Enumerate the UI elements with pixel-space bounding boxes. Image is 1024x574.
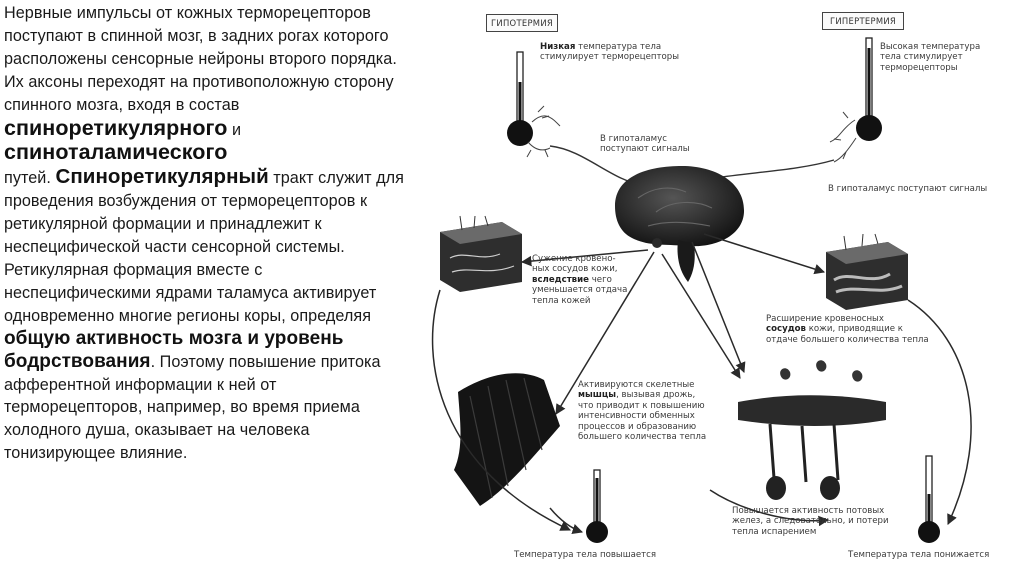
thermometer-falling-icon: [918, 455, 940, 543]
term-spinoreticular-tract: Спиноретикулярный: [55, 165, 269, 189]
skeletal-muscle-icon: [454, 373, 560, 506]
thermometer-rising-icon: [586, 469, 608, 543]
hypothermia-box: ГИПОТЕРМИЯ: [486, 14, 558, 32]
outcome-arrows: [431, 289, 972, 534]
skin-block-cold: [440, 215, 522, 292]
figure-drawing: [431, 37, 972, 543]
term-spinothalamic: спиноталамического: [4, 140, 228, 165]
caption-temp-rises: Температура тела повышается: [514, 550, 657, 560]
nerve-endings-left: [526, 105, 561, 158]
brain-icon: [615, 166, 745, 282]
caption-vasodilation: Расширение кровеносных сосудов кожи, при…: [766, 314, 929, 345]
body-text: Нервные импульсы от кожных терморецептор…: [4, 2, 404, 465]
caption-signals-right: В гипоталамус поступают сигналы: [828, 184, 988, 194]
skin-block-hot: [826, 233, 908, 310]
caption-signals-left: В гипоталамус поступают сигналы: [600, 134, 690, 155]
caption-vasoconstriction: Сужение кровено- ных сосудов кожи, вслед…: [532, 254, 628, 306]
paragraph-tract: тракт служит для проведения возбуждения …: [4, 169, 404, 325]
thermometer-hot-icon: [856, 37, 882, 141]
paragraph-conclusion: . Поэтому повышение притока афферентной …: [4, 352, 381, 463]
thermoregulation-figure: ГИПОТЕРМИЯ ГИПЕРТЕРМИЯ Низкая температур…: [410, 0, 1024, 574]
caption-low-temp: Низкая температура тела стимулирует терм…: [540, 42, 680, 63]
paragraph-intro: Нервные импульсы от кожных терморецептор…: [4, 4, 397, 114]
effector-arrows: [520, 233, 826, 415]
hyperthermia-box: ГИПЕРТЕРМИЯ: [822, 12, 904, 30]
term-brain-activity: общую активность мозга и уровень бодрств…: [4, 327, 344, 372]
caption-temp-falls: Температура тела понижается: [848, 550, 990, 560]
conjunction: и: [227, 120, 242, 139]
nerve-fiber-right: [714, 159, 835, 179]
sweat-glands-icon: [738, 360, 886, 500]
thermometer-cold-icon: [507, 51, 533, 146]
nerve-endings-right: [829, 111, 857, 163]
caption-sweat: Повышается активность потовых желез, а с…: [732, 506, 889, 537]
caption-high-temp: Высокая температура тела стимулирует тер…: [880, 42, 981, 73]
term-spinoreticular: спиноретикулярного: [4, 115, 228, 140]
caption-muscles: Активируются скелетные мышцы, вызывая др…: [578, 380, 707, 443]
word-paths: путей.: [4, 169, 51, 188]
